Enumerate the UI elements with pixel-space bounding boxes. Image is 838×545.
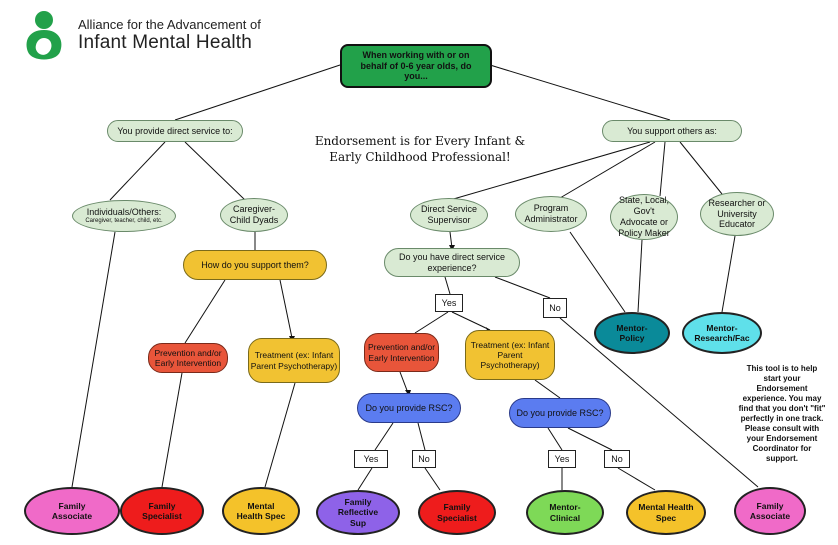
tagline: Endorsement is for Every Infant & Early … (314, 134, 526, 165)
individuals-sub: Caregiver, teacher, child, etc. (85, 217, 163, 224)
logo-icon (26, 11, 62, 60)
individuals-label: Individuals/Others: (86, 207, 162, 217)
outcome-family-reflective-sup: Family Reflective Sup (316, 490, 400, 535)
outcome-mentor-clinical: Mentor-Clinical (526, 490, 604, 535)
outcome-family-specialist-left: Family Specialist (120, 487, 204, 535)
yes-box: Yes (435, 294, 463, 312)
outcome-mentor-research: Mentor-Research/Fac (682, 312, 762, 354)
yes-box-right: Yes (548, 450, 576, 468)
logo-line2: Infant Mental Health (78, 32, 253, 53)
outcome-mentor-policy: Mentor-Policy (594, 312, 670, 354)
direct-service-branch: You provide direct service to: (107, 120, 243, 142)
root-question: When working with or on behalf of 0-6 ye… (340, 44, 492, 88)
policy-maker-node: State, Local, Gov't Advocate or Policy M… (610, 194, 678, 240)
no-box-right: No (604, 450, 630, 468)
no-box-left: No (412, 450, 436, 468)
outcome-family-associate-right: Family Associate (734, 487, 806, 535)
rsc-question-right: Do you provide RSC? (509, 398, 611, 428)
support-others-branch: You support others as: (602, 120, 742, 142)
direct-experience-question: Do you have direct service experience? (384, 248, 520, 277)
yes-box-left: Yes (354, 450, 388, 468)
mid-prevention: Prevention and/or Early Intervention (364, 333, 439, 372)
left-prevention: Prevention and/or Early Intervention (148, 343, 228, 373)
individuals-node: Individuals/Others: Caregiver, teacher, … (72, 200, 176, 232)
left-treatment: Treatment (ex: Infant Parent Psychothera… (248, 338, 340, 383)
mid-treatment: Treatment (ex: Infant Parent Psychothera… (465, 330, 555, 380)
administrator-node: Program Administrator (515, 196, 587, 232)
researcher-node: Researcher or University Educator (700, 192, 774, 236)
no-box: No (543, 298, 567, 318)
outcome-mental-health-spec-right: Mental Health Spec (626, 490, 706, 535)
outcome-mental-health-spec-left: Mental Health Spec (222, 487, 300, 535)
dyads-node: Caregiver-Child Dyads (220, 198, 288, 232)
logo-line1: Alliance for the Advancement of (78, 17, 261, 32)
help-note: This tool is to help start your Endorsem… (738, 364, 826, 463)
rsc-question-left: Do you provide RSC? (357, 393, 461, 423)
how-support-question: How do you support them? (183, 250, 327, 280)
supervisor-node: Direct Service Supervisor (410, 198, 488, 232)
logo (22, 8, 66, 64)
outcome-family-associate-left: Family Associate (24, 487, 120, 535)
outcome-family-specialist-mid: Family Specialist (418, 490, 496, 535)
